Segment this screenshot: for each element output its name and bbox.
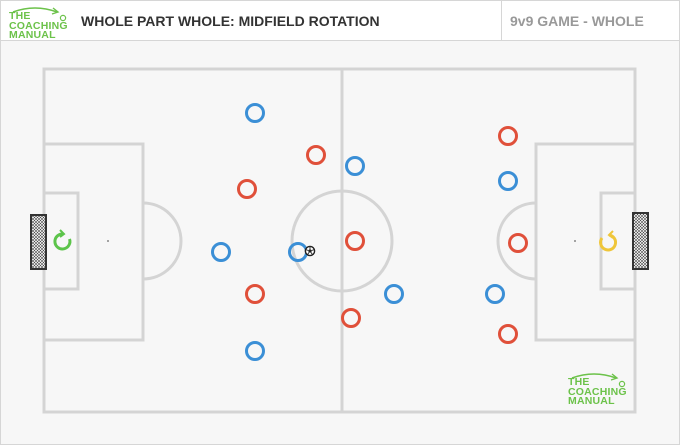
left-goal-area	[42, 191, 80, 291]
right-goal-net	[632, 212, 649, 270]
red-2	[237, 179, 257, 199]
right-penalty-arc	[496, 201, 537, 281]
red-4	[245, 284, 265, 304]
soccer-ball-icon	[304, 245, 316, 257]
left-penalty-arc	[142, 201, 183, 281]
red-7	[508, 233, 528, 253]
left-penalty-spot	[107, 240, 109, 242]
right-goal-area	[599, 191, 637, 291]
watermark-swoosh-icon	[571, 373, 626, 388]
red-team	[237, 126, 528, 344]
logo-text: THE COACHING MANUAL	[9, 10, 68, 41]
header-bar: THE COACHING MANUAL WHOLE PART WHOLE: MI…	[1, 1, 679, 41]
coaching-manual-logo: THE COACHING MANUAL	[5, 3, 77, 41]
right-penalty-spot	[574, 240, 576, 242]
blue-3	[211, 242, 231, 262]
blue-6	[245, 341, 265, 361]
subtitle-box: 9v9 GAME - WHOLE	[501, 1, 680, 40]
coaching-manual-watermark: THE COACHING MANUAL	[564, 369, 636, 409]
logo-swoosh-icon	[12, 7, 67, 22]
blue-1	[245, 103, 265, 123]
page-subtitle: 9v9 GAME - WHOLE	[510, 13, 644, 29]
red-3	[345, 231, 365, 251]
logo-line-manual: MANUAL	[9, 29, 56, 41]
right-penalty-area	[534, 142, 637, 342]
red-6	[498, 126, 518, 146]
blue-5	[384, 284, 404, 304]
logo-line-the: THE	[9, 10, 31, 22]
left-goal-net	[30, 214, 47, 270]
left-penalty-area	[42, 142, 145, 342]
watermark-text: THE COACHING MANUAL	[568, 376, 627, 407]
red-1	[306, 145, 326, 165]
blue-team	[211, 103, 518, 361]
blue-7	[498, 171, 518, 191]
watermark-line-manual: MANUAL	[568, 395, 615, 407]
goalkeeper-yellow	[599, 230, 618, 252]
red-5	[341, 308, 361, 328]
logo-line-coaching: COACHING	[9, 19, 68, 32]
pitch-markings	[42, 67, 637, 414]
blue-2	[345, 156, 365, 176]
goalkeeper-green	[53, 229, 72, 251]
centre-circle	[290, 189, 394, 293]
watermark-line-coaching: COACHING	[568, 385, 627, 398]
pitch-boundary	[42, 67, 637, 414]
blue-8	[485, 284, 505, 304]
page-title: WHOLE PART WHOLE: MIDFIELD ROTATION	[81, 13, 380, 29]
red-8	[498, 324, 518, 344]
watermark-line-the: THE	[568, 376, 590, 388]
